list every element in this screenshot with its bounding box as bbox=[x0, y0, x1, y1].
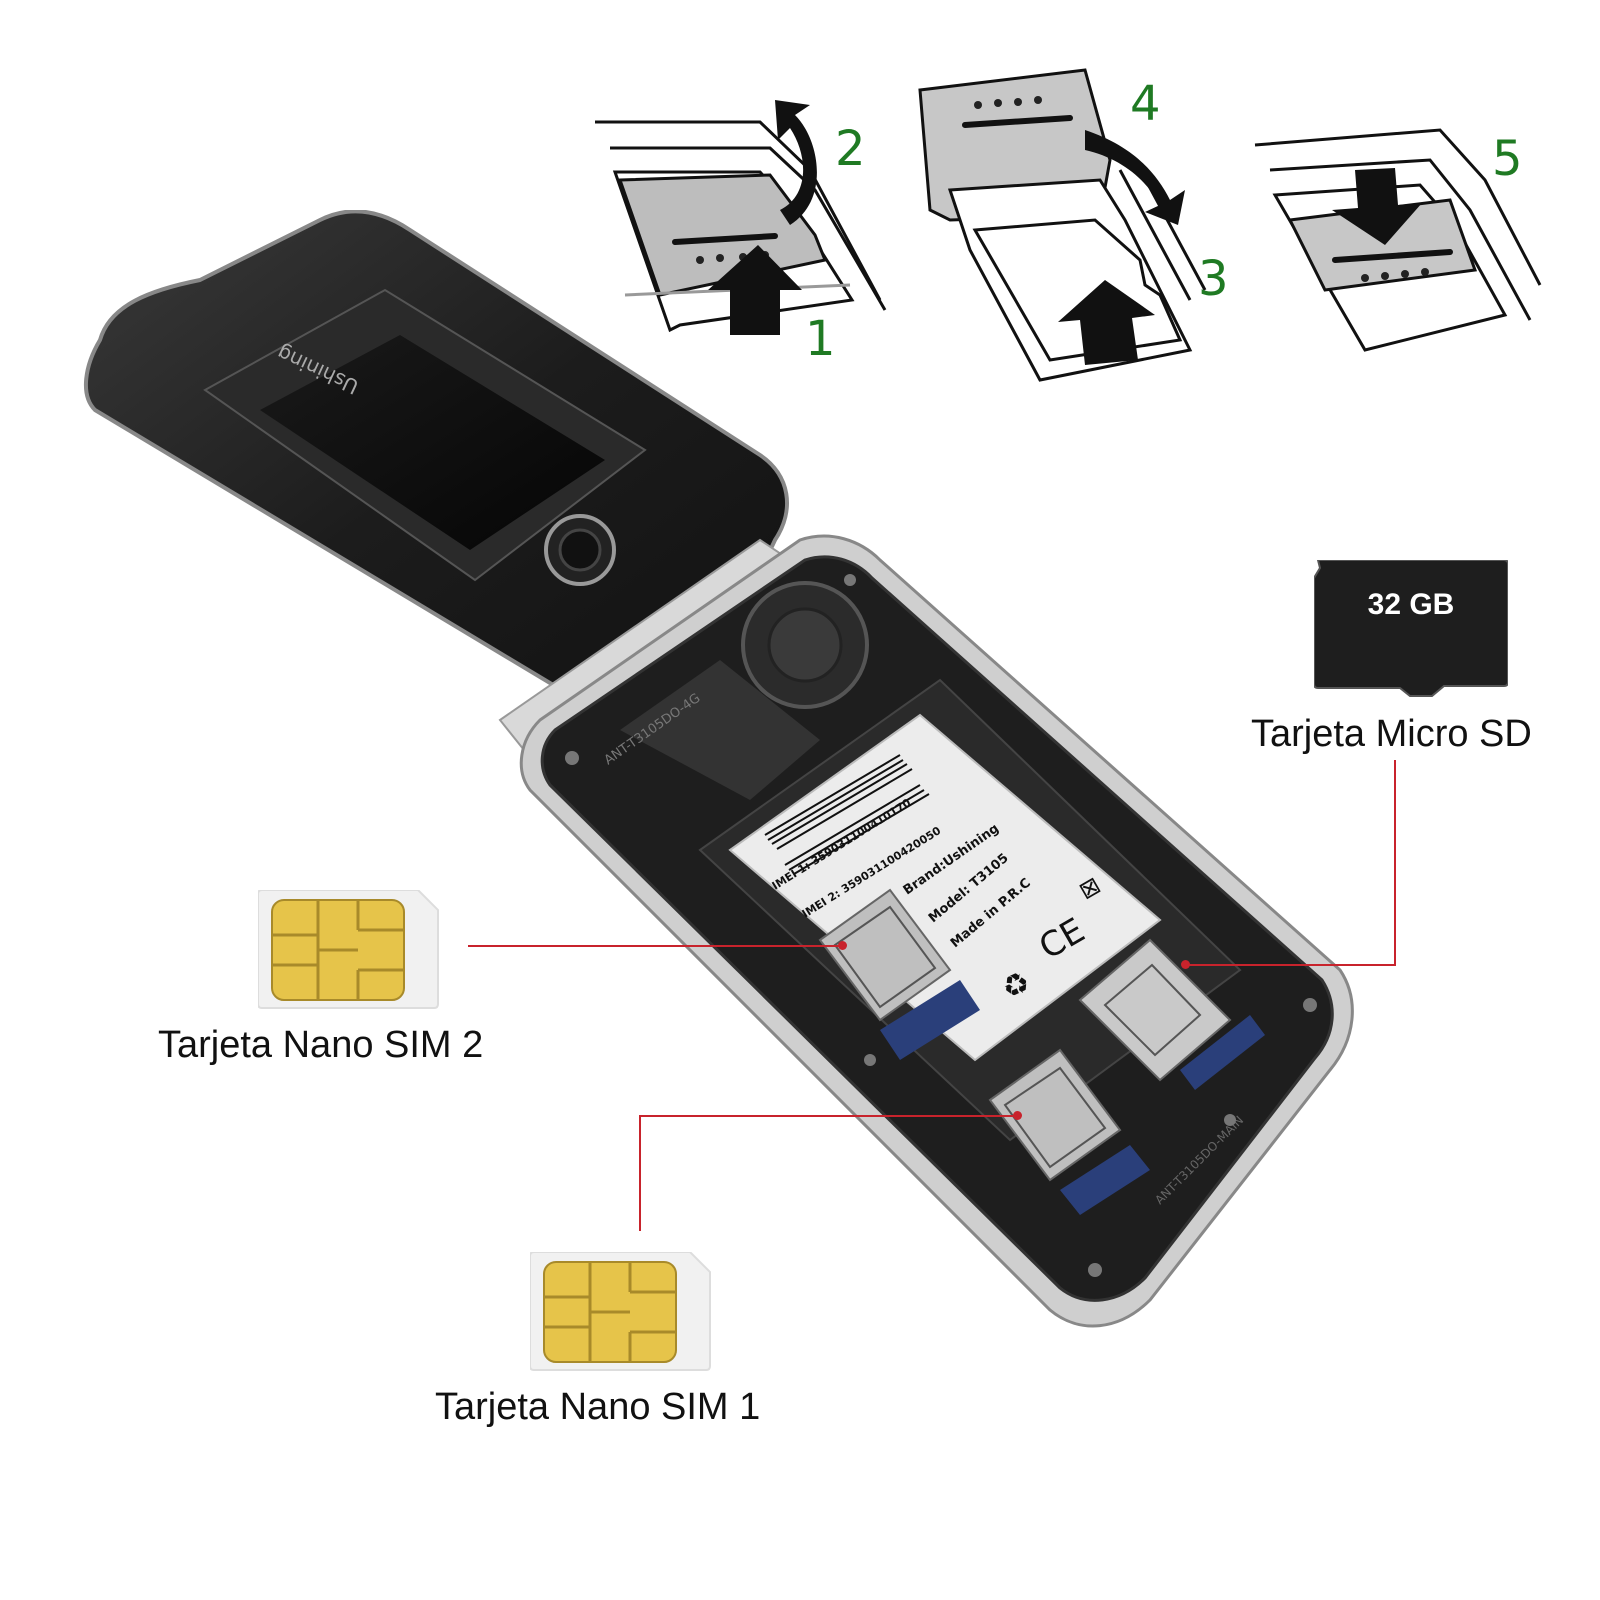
barcode bbox=[764, 754, 930, 875]
step-3-number: 3 bbox=[1198, 251, 1229, 307]
label-nano-sim-2: Tarjeta Nano SIM 2 bbox=[158, 1024, 484, 1066]
phone-lid: Ushining bbox=[83, 210, 789, 732]
pointer-line-sim-1-horizontal bbox=[639, 1115, 1017, 1117]
phone-label-sticker: IMEI 1: 359031100410170 IMEI 2: 35903110… bbox=[728, 713, 1162, 1062]
step-5-number: 5 bbox=[1492, 131, 1523, 187]
screws bbox=[565, 574, 1317, 1277]
arrow-up-icon bbox=[1058, 280, 1155, 365]
step-2-number: 2 bbox=[835, 121, 866, 177]
micro-sd-card-shape bbox=[1313, 559, 1509, 697]
arrow-rotate-down-icon bbox=[1085, 130, 1185, 225]
pointer-line-micro-sd-horizontal bbox=[1185, 964, 1396, 966]
sd-capacity: 32 GB bbox=[1367, 588, 1455, 621]
step-4-number: 4 bbox=[1130, 76, 1161, 132]
phone-base: ANT-T3105DO-4G IMEI 1: 359031100410170 I… bbox=[519, 534, 1354, 1328]
pointer-dot-sim-2 bbox=[838, 941, 847, 950]
arrow-rotate-icon bbox=[775, 100, 817, 225]
sim-2-slot bbox=[818, 888, 980, 1060]
label-micro-sd: Tarjeta Micro SD bbox=[1251, 713, 1532, 755]
step-1-number: 1 bbox=[805, 311, 836, 367]
nano-sim-1-card bbox=[530, 1252, 711, 1371]
pointer-dot-micro-sd bbox=[1181, 960, 1190, 969]
arrow-up-icon bbox=[708, 245, 802, 335]
pointer-line-micro-sd-vertical bbox=[1394, 760, 1396, 966]
pointer-line-sim-2 bbox=[468, 945, 843, 947]
install-diagram: 2 1 4 3 5 bbox=[595, 68, 1542, 382]
label-nano-sim-1: Tarjeta Nano SIM 1 bbox=[435, 1386, 761, 1428]
flip-phone: Ushining ANT-T3105DO-4G IMEI 1: 35903110… bbox=[83, 210, 1354, 1328]
pointer-dot-sim-1 bbox=[1013, 1111, 1022, 1120]
micro-sd-card: 32 GB bbox=[1313, 559, 1509, 700]
sim-1-slot bbox=[988, 1048, 1150, 1215]
micro-sd-slot bbox=[1078, 938, 1265, 1090]
nano-sim-2-card bbox=[258, 890, 439, 1009]
arrow-down-icon bbox=[1332, 168, 1422, 245]
diagram-panel-step-5 bbox=[1254, 128, 1542, 352]
pointer-line-sim-1-vertical bbox=[639, 1115, 641, 1231]
